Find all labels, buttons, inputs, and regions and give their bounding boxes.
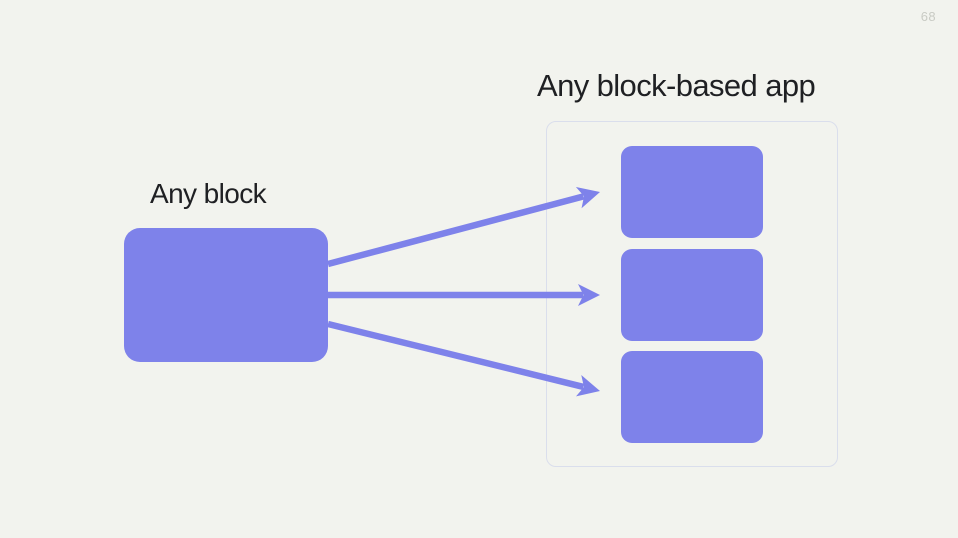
app-block-1 [621, 146, 763, 238]
source-block-title: Any block [150, 178, 267, 209]
app-block-3 [621, 351, 763, 443]
app-title: Any block-based app [537, 68, 816, 103]
source-block-shape [124, 228, 328, 362]
page-number: 68 [920, 9, 936, 24]
app-block-2 [621, 249, 763, 341]
